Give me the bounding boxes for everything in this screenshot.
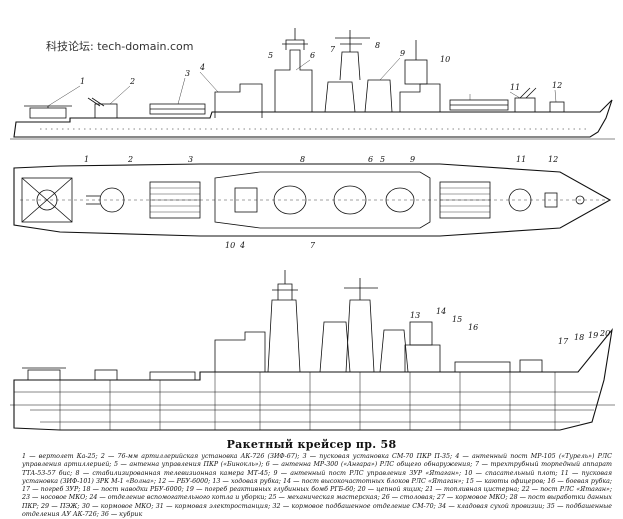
plan-label: 7 bbox=[310, 241, 316, 250]
section-label: 19 bbox=[588, 331, 598, 340]
section-label: 13 bbox=[410, 311, 420, 320]
profile-label: 11 bbox=[510, 83, 520, 92]
ship-technical-drawing: 1 2 3 4 5 6 7 8 9 10 11 12 1 2 3 4 5 6 7… bbox=[10, 28, 615, 431]
profile-view bbox=[10, 28, 615, 140]
section-label: 20 bbox=[599, 329, 610, 338]
section-view bbox=[10, 270, 615, 431]
plan-label: 9 bbox=[410, 155, 415, 164]
plan-label: 5 bbox=[380, 155, 385, 164]
plan-label: 4 bbox=[239, 241, 245, 250]
profile-label: 3 bbox=[185, 69, 190, 78]
profile-label: 7 bbox=[330, 45, 336, 54]
plan-label: 10 bbox=[225, 241, 235, 250]
section-label: 16 bbox=[468, 323, 478, 332]
plan-label: 2 bbox=[127, 155, 133, 164]
watermark: 科技论坛: tech-domain.com bbox=[46, 40, 194, 53]
profile-label: 5 bbox=[268, 51, 273, 60]
profile-label: 6 bbox=[310, 51, 315, 60]
section-label: 14 bbox=[436, 307, 446, 316]
section-label: 15 bbox=[452, 315, 462, 324]
helicopter bbox=[24, 105, 72, 119]
plan-label: 1 bbox=[84, 155, 89, 164]
plan-view bbox=[13, 163, 612, 237]
profile-label: 9 bbox=[400, 49, 405, 58]
plan-label: 3 bbox=[188, 155, 193, 164]
plan-label: 8 bbox=[300, 155, 305, 164]
plan-label: 11 bbox=[516, 155, 526, 164]
section-label: 18 bbox=[574, 333, 584, 342]
profile-label: 8 bbox=[375, 41, 380, 50]
profile-label: 4 bbox=[199, 63, 205, 72]
profile-label: 10 bbox=[440, 55, 450, 64]
profile-label: 1 bbox=[80, 77, 85, 86]
figure-legend: 1 — вертолет Ка-25; 2 — 76-мм артиллерий… bbox=[22, 453, 612, 519]
plan-label: 12 bbox=[548, 155, 558, 164]
plan-label: 6 bbox=[368, 155, 373, 164]
profile-label: 12 bbox=[552, 81, 562, 90]
section-label: 17 bbox=[558, 337, 569, 346]
figure-caption: Ракетный крейсер пр. 58 bbox=[226, 438, 397, 451]
profile-label: 2 bbox=[129, 77, 135, 86]
